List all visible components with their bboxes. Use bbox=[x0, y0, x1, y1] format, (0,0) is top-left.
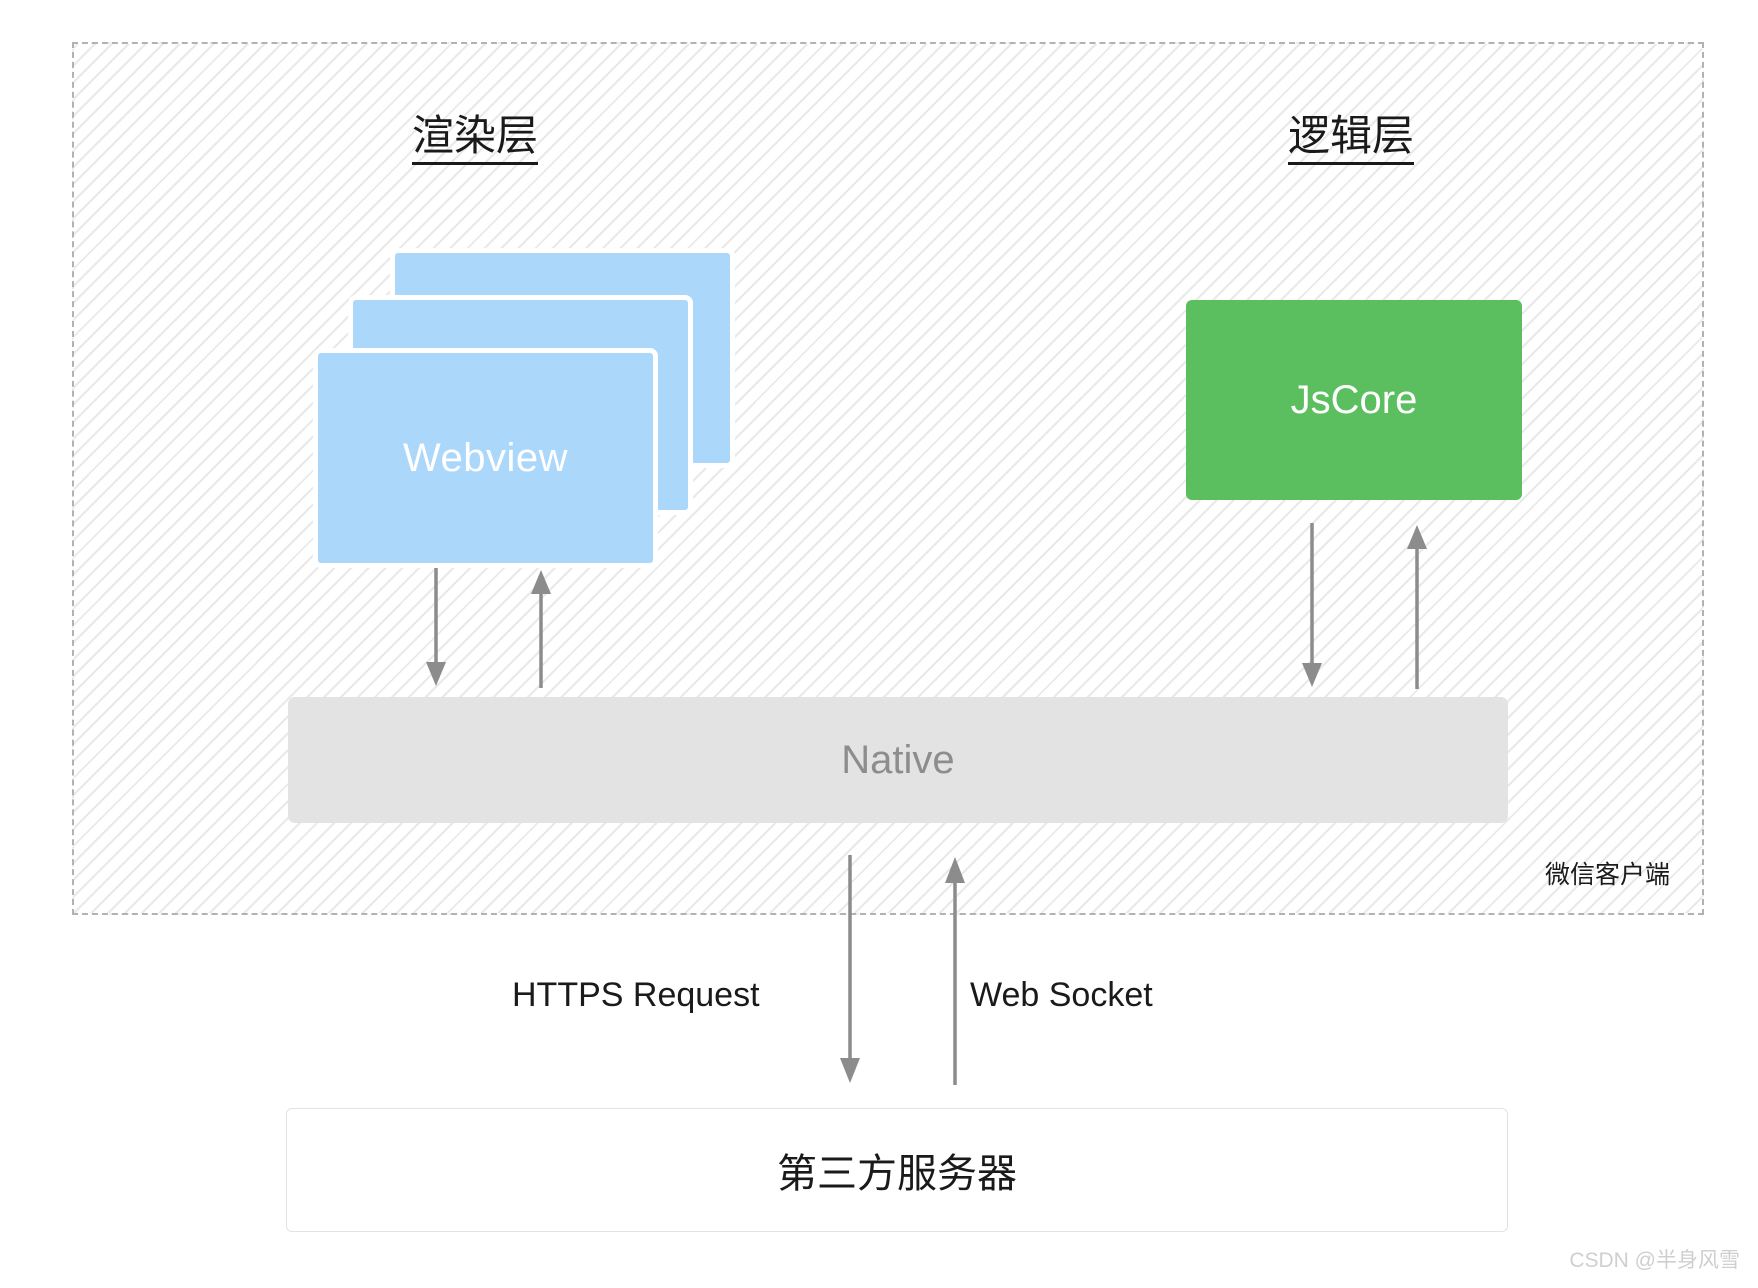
https-request-label: HTTPS Request bbox=[512, 976, 760, 1014]
native-label: Native bbox=[841, 737, 955, 782]
arrow-webview-to-native-down-icon bbox=[424, 568, 448, 688]
wechat-client-caption: 微信客户端 bbox=[1544, 861, 1670, 889]
web-socket-label: Web Socket bbox=[970, 976, 1153, 1014]
third-party-server-label: 第三方服务器 bbox=[777, 1152, 1017, 1196]
arrow-native-to-server-down-icon bbox=[838, 855, 862, 1085]
arrow-native-to-jscore-up-icon bbox=[1405, 523, 1429, 689]
third-party-server-box: 第三方服务器 bbox=[286, 1108, 1508, 1232]
webview-label: Webview bbox=[402, 435, 569, 480]
jscore-label: JsCore bbox=[1290, 377, 1418, 422]
arrow-server-to-native-up-icon bbox=[943, 855, 967, 1085]
render-layer-title: 渲染层 bbox=[412, 112, 539, 166]
watermark: CSDN @半身风雪 bbox=[1569, 1249, 1740, 1272]
arrow-native-to-webview-up-icon bbox=[529, 568, 553, 688]
webview-card-front: Webview bbox=[313, 348, 658, 568]
native-bar: Native bbox=[288, 697, 1508, 823]
logic-layer-title: 逻辑层 bbox=[1288, 112, 1415, 166]
jscore-box: JsCore bbox=[1186, 300, 1522, 500]
arrow-jscore-to-native-down-icon bbox=[1300, 523, 1324, 689]
